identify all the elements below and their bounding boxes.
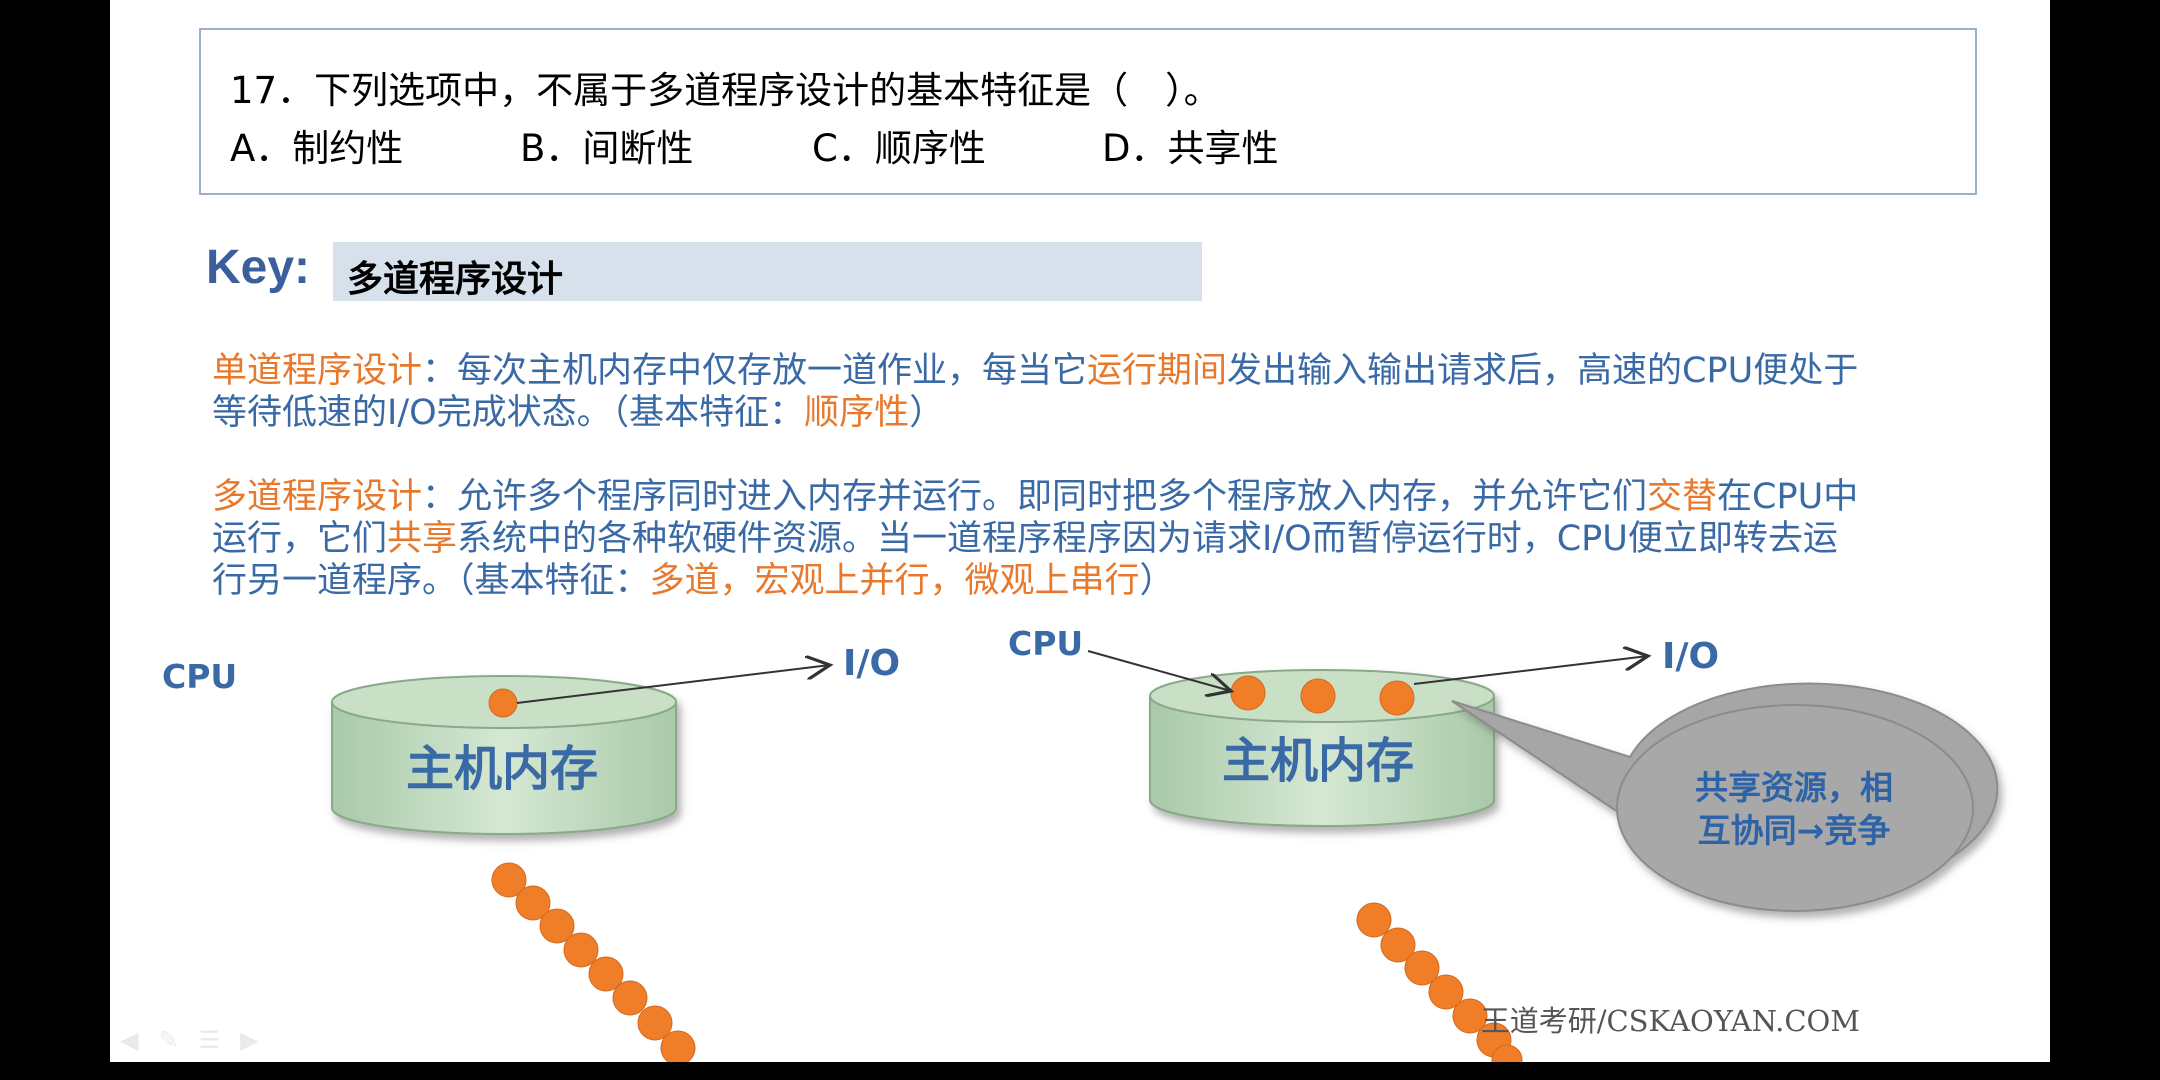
cpu-label-right: CPU	[1008, 624, 1083, 663]
next-icon[interactable]: ▶	[240, 1026, 259, 1054]
process-queue-left	[491, 862, 696, 1062]
io-label-right: I/O	[1662, 636, 1719, 677]
key-title: 多道程序设计	[347, 259, 564, 300]
process-dot	[488, 688, 518, 718]
slide: 17．下列选项中，不属于多道程序设计的基本特征是（ ）。 A．制约性 B．间断性…	[110, 0, 2050, 1062]
text: ：允许多个程序同时进入内存并运行。即同时把多个程序放入内存，并允许它们	[422, 477, 1648, 517]
io-label-left: I/O	[843, 643, 900, 684]
option-d: D．共享性	[1102, 127, 1279, 170]
callout-line-2: 互协同→竞争	[1698, 811, 1891, 850]
term-single: 单道程序设计	[212, 351, 423, 391]
text: ：每次主机内存中仅存放一道作业，每当它	[422, 351, 1088, 391]
highlight: 多道，宏观上并行，微观上串行	[649, 561, 1140, 601]
text: 运行，它们	[212, 519, 388, 559]
io-arrow-right	[1413, 656, 1648, 685]
process-queue-right	[1356, 902, 1523, 1062]
text: ）	[1139, 561, 1175, 601]
highlight: 顺序性	[804, 393, 910, 433]
memory-label-left: 主机内存	[406, 741, 598, 797]
highlight: 共享	[387, 519, 458, 559]
option-c: C．顺序性	[812, 127, 986, 170]
pen-icon[interactable]: ✎	[158, 1026, 179, 1054]
multi-program-paragraph: 多道程序设计：允许多个程序同时进入内存并运行。即同时把多个程序放入内存，并允许它…	[212, 476, 1992, 602]
option-a: A．制约性	[230, 127, 404, 170]
text: ）	[909, 393, 945, 433]
slideshow-controls[interactable]: ◀ ✎ ☰ ▶	[120, 1026, 259, 1054]
callout-line-1: 共享资源，相	[1695, 768, 1893, 807]
previous-icon[interactable]: ◀	[120, 1026, 139, 1054]
text: 等待低速的I/O完成状态。（基本特征：	[212, 393, 805, 433]
memory-label-right: 主机内存	[1222, 733, 1414, 789]
single-program-paragraph: 单道程序设计：每次主机内存中仅存放一道作业，每当它运行期间发出输入输出请求后，高…	[212, 350, 1992, 434]
text: 发出输入输出请求后，高速的CPU便处于	[1227, 351, 1859, 391]
question-box	[199, 28, 1977, 195]
highlight: 运行期间	[1087, 351, 1228, 391]
term-multi: 多道程序设计	[212, 477, 423, 517]
watermark: 王道考研/CSKAOYAN.COM	[1480, 1004, 1860, 1038]
text: 系统中的各种软硬件资源。当一道程序程序因为请求I/O而暂停运行时，CPU便立即转…	[457, 519, 1838, 559]
cpu-label-left: CPU	[162, 657, 237, 696]
option-b: B．间断性	[520, 127, 694, 170]
text: 在CPU中	[1717, 477, 1859, 517]
text: 行另一道程序。（基本特征：	[212, 561, 650, 601]
key-label: Key:	[206, 241, 311, 294]
question-stem: 17．下列选项中，不属于多道程序设计的基本特征是（ ）。	[230, 69, 1221, 112]
key-title-bar: 多道程序设计	[333, 242, 1202, 301]
cpu-arrow-right	[1087, 650, 1231, 691]
io-arrow-left	[516, 665, 830, 704]
callout-bubble	[1451, 682, 1999, 912]
menu-icon[interactable]: ☰	[198, 1026, 221, 1054]
diagram: 主机内存 CPU I/O 主机内存 CPU I/O 共享资源，相 互协同→竞	[162, 624, 1999, 1062]
highlight: 交替	[1647, 477, 1718, 517]
process-dots-right	[1230, 675, 1415, 716]
